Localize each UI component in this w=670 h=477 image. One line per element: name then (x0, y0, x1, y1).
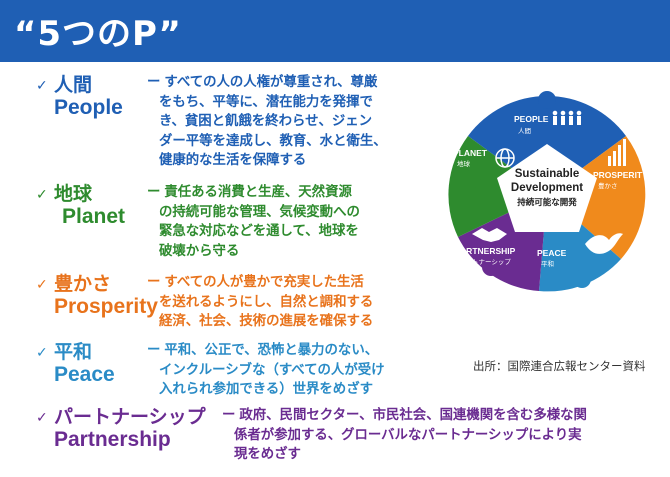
desc-line: 入れられ参加できる）世界をめざす (159, 382, 373, 397)
desc-line: き、貧困と飢餓を終わらせ、ジェン (159, 114, 373, 129)
globe-icon (495, 148, 515, 168)
dash: ー (147, 275, 161, 290)
desc-line: 破壊から守る (159, 243, 240, 259)
partnership-segment-label: PARTNERSHIP (455, 246, 516, 256)
people-icon (552, 110, 582, 125)
desc-line: を送れるようにし、自然と調和する (159, 294, 374, 310)
planet-jp-label: 地球 (54, 183, 93, 205)
puzzle-knob (573, 270, 591, 288)
peace-segment-jp: 平和 (541, 259, 554, 268)
peace-jp-label: 平和 (54, 341, 93, 363)
center-pentagon (497, 144, 597, 232)
header-bar: “5つのP” (0, 0, 670, 62)
checkmark: ✓ (36, 78, 48, 94)
partnership-en-label: Partnership (54, 428, 171, 451)
people-segment-jp: 人間 (518, 127, 531, 135)
desc-line: 経済、社会、技術の進展を確保する (159, 314, 374, 329)
prosperity-segment (547, 136, 646, 259)
planet-description: ー責任ある消費と生産、天然資源 の持続可能な管理、気候変動への 緊急な対応などを… (147, 183, 360, 261)
people-jp-label: 人間 (54, 74, 93, 96)
people-en-label: People (54, 96, 123, 119)
desc-line: 緊急な対応などを通して、地球を (159, 224, 359, 239)
page-title: “5つのP” (14, 14, 182, 54)
people-segment-label: PEOPLE (514, 114, 549, 124)
prosperity-segment-jp: 豊かさ (598, 181, 618, 190)
bar-chart-icon (608, 139, 626, 166)
desc-line: インクルーシブな（すべての人が受け (159, 362, 385, 378)
desc-line: ダー平等を達成し、教育、水と衛生、 (159, 133, 387, 149)
peace-en-label: Peace (54, 363, 115, 386)
source-note: 出所：国際連合広報センター資料 (473, 359, 646, 373)
handshake-icon (472, 228, 507, 242)
desc-line: をもち、平等に、潜在能力を発揮で (159, 94, 373, 110)
desc-line: 責任ある消費と生産、天然資源 (164, 185, 352, 200)
checkmark: ✓ (36, 345, 48, 361)
desc-line: 平和、公正で、恐怖と暴力のない、 (164, 343, 379, 358)
checkmark: ✓ (36, 277, 48, 293)
desc-line: 係者が参加する、グローバルなパートナーシップにより実 (234, 427, 582, 443)
center-title-line2: Development (511, 182, 583, 194)
planet-segment-label: PLANET (453, 148, 488, 158)
prosperity-description: ーすべての人が豊かで充実した生活 を送れるようにし、自然と調和する 経済、社会、… (147, 273, 373, 332)
prosperity-jp-label: 豊かさ (54, 273, 112, 295)
dash: ー (222, 408, 236, 423)
desc-line: の持続可能な管理、気候変動への (159, 204, 360, 220)
puzzle-knob (538, 91, 556, 109)
planet-segment-jp: 地球 (457, 159, 471, 168)
people-description: ーすべての人の人権が尊重され、尊厳 をもち、平等に、潜在能力を発揮で き、貧困と… (147, 73, 387, 171)
desc-line: 政府、民間セクター、市民社会、国連機関を含む多様な関 (239, 408, 587, 423)
partnership-description: ー政府、民間セクター、市民社会、国連機関を含む多様な関 係者が参加する、グローバ… (222, 406, 587, 465)
five-p-wheel-diagram: Sustainable Development 持続可能な開発 PEOPLE 人… (448, 91, 648, 292)
center-title-line3: 持続可能な開発 (517, 197, 577, 207)
partnership-jp-label: パートナーシップ (54, 406, 206, 428)
dash: ー (147, 75, 161, 90)
prosperity-en-label: Prosperity (54, 295, 158, 318)
dove-icon (585, 233, 623, 254)
dash: ー (147, 343, 161, 358)
puzzle-knob (621, 183, 639, 201)
prosperity-segment-label: PROSPERITY (593, 170, 648, 180)
desc-line: すべての人が豊かで充実した生活 (164, 275, 364, 290)
planet-segment (448, 136, 547, 237)
puzzle-knob (463, 170, 481, 188)
checkmark: ✓ (36, 187, 48, 203)
checkmark: ✓ (36, 410, 48, 426)
partnership-segment-jp: パートナーシップ (459, 258, 511, 266)
puzzle-knob (482, 258, 500, 276)
peace-description: ー平和、公正で、恐怖と暴力のない、 インクルーシブな（すべての人が受け 入れられ… (147, 341, 385, 400)
desc-line: 健康的な生活を保障する (159, 153, 307, 168)
center-title-line1: Sustainable (515, 168, 580, 180)
dash: ー (147, 185, 161, 200)
desc-line: 現をめざす (234, 447, 301, 462)
peace-segment-label: PEACE (537, 248, 567, 258)
desc-line: すべての人の人権が尊重され、尊厳 (164, 75, 378, 90)
planet-en-label: Planet (62, 205, 126, 228)
